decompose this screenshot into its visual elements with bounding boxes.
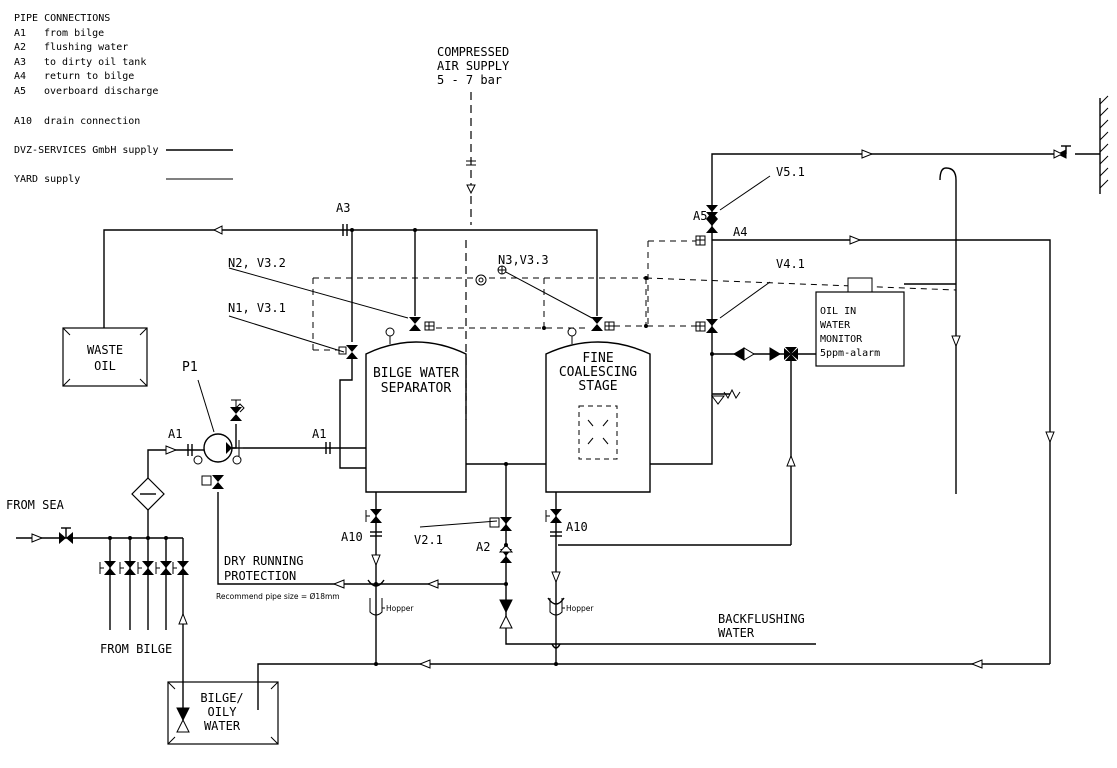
valves	[59, 205, 798, 575]
fine-coalescing-stage: FINE COALESCING STAGE	[545, 327, 651, 493]
fine-stage-label-2: COALESCING	[559, 365, 637, 380]
label-a3: A3	[336, 201, 350, 215]
label-a1-left: A1	[168, 427, 182, 441]
pump-label: P1	[182, 360, 198, 375]
legend-code-a5: A5	[14, 86, 26, 97]
control-air-lines	[312, 240, 957, 351]
label-from-sea: FROM SEA	[6, 498, 65, 512]
legend-desc-a2: flushing water	[44, 42, 128, 53]
label-v21: V2.1	[414, 533, 443, 547]
monitor-label-4: 5ppm-alarm	[820, 348, 880, 359]
monitor-label-1: OIL IN	[820, 306, 856, 317]
air-label-3: 5 - 7 bar	[437, 73, 502, 87]
legend-code-a2: A2	[14, 42, 26, 53]
label-v41: V4.1	[776, 257, 805, 271]
air-flow-arrow	[466, 184, 476, 195]
label-a10-left: A10	[341, 530, 363, 544]
monitor-label-3: MONITOR	[820, 334, 863, 345]
leader-lines	[197, 175, 771, 528]
legend-desc-a1: from bilge	[44, 28, 104, 39]
bilge-tank-label-2: OILY	[208, 705, 238, 719]
label-hopper-right: Hopper	[566, 604, 594, 613]
fine-stage-label-3: STAGE	[578, 379, 617, 394]
label-n1: N1, V3.1	[228, 301, 286, 315]
legend-desc-a3: to dirty oil tank	[44, 57, 146, 68]
pump-p1: P1	[182, 360, 245, 465]
monitor-label-2: WATER	[820, 320, 851, 331]
legend-yard-supply: YARD supply	[14, 174, 80, 185]
air-label-2: AIR SUPPLY	[437, 59, 510, 73]
label-backflush-2: WATER	[718, 626, 755, 640]
separator-label-1: BILGE WATER	[373, 366, 459, 381]
bilge-water-separator: BILGE WATER SEPARATOR	[365, 327, 467, 493]
legend-code-a1: A1	[14, 28, 26, 39]
bilge-tank-label-3: WATER	[204, 719, 241, 733]
label-dry-running-1: DRY RUNNING	[224, 554, 303, 568]
main-piping	[16, 95, 1109, 722]
legend-desc-a4: return to bilge	[44, 71, 134, 82]
waste-oil-label-2: OIL	[94, 359, 116, 373]
waste-oil-label-1: WASTE	[87, 343, 123, 357]
label-backflush-1: BACKFLUSHING	[718, 612, 805, 626]
fine-stage-label-1: FINE	[582, 351, 613, 366]
legend-dvz-supply: DVZ-SERVICES GmbH supply	[14, 145, 159, 156]
label-a2: A2	[476, 540, 490, 554]
legend-code-a4: A4	[14, 71, 26, 82]
label-a5: A5	[693, 209, 707, 223]
bilge-tank-label-1: BILGE/	[200, 691, 243, 705]
label-v51: V5.1	[776, 165, 805, 179]
label-hopper-left: Hopper	[386, 604, 414, 613]
label-from-bilge: FROM BILGE	[100, 642, 172, 656]
label-pipe-size: Recommend pipe size = Ø18mm	[216, 592, 340, 601]
label-a10-right: A10	[566, 520, 588, 534]
label-dry-running-2: PROTECTION	[224, 569, 296, 583]
label-a1-right: A1	[312, 427, 326, 441]
legend-code-a10: A10	[14, 116, 32, 127]
label-n3: N3,V3.3	[498, 253, 549, 267]
legend-desc-a10: drain connection	[44, 116, 140, 127]
legend: PIPE CONNECTIONS A1 from bilge A2 flushi…	[14, 13, 233, 185]
legend-code-a3: A3	[14, 57, 26, 68]
label-n2: N2, V3.2	[228, 256, 286, 270]
air-label-1: COMPRESSED	[437, 45, 509, 59]
connection-labels: A1 A1 A3 A5 A4 V5.1 V4.1 N2, V3.2 N1, V3…	[6, 165, 805, 656]
oil-in-water-monitor: OIL IN WATER MONITOR 5ppm-alarm	[815, 277, 905, 367]
separator-label-2: SEPARATOR	[381, 381, 452, 396]
bilge-oily-water-tank: BILGE/ OILY WATER	[167, 681, 279, 745]
legend-desc-a5: overboard discharge	[44, 86, 158, 97]
legend-title: PIPE CONNECTIONS	[14, 13, 110, 24]
label-a4: A4	[733, 225, 747, 239]
waste-oil-tank: WASTE OIL	[62, 327, 148, 387]
